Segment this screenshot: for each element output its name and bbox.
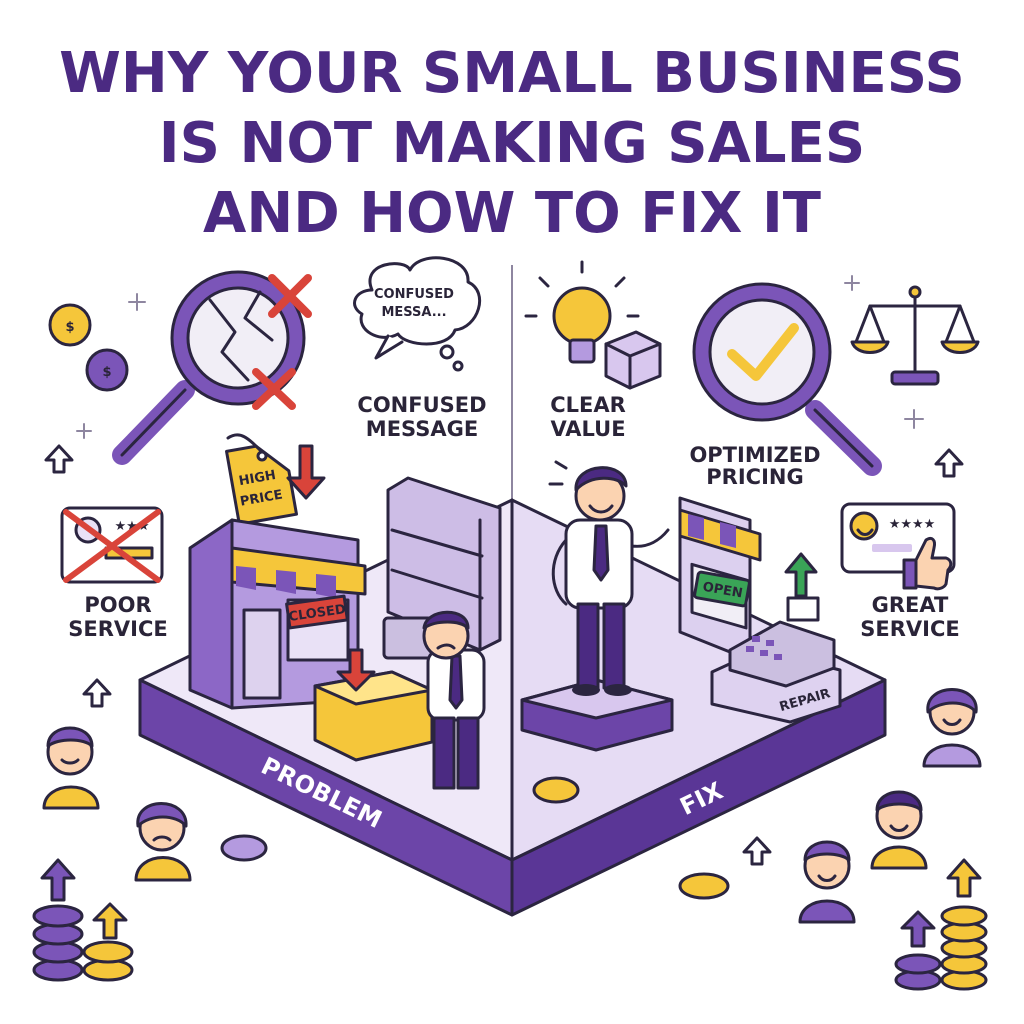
title: WHY YOUR SMALL BUSINESS IS NOT MAKING SA… [59, 41, 965, 246]
cash-register: REPAIR [710, 596, 842, 724]
coin-icon [220, 776, 580, 862]
speech-bubble: CONFUSED MESSA... [353, 256, 482, 372]
magnifier-broken-icon [112, 270, 306, 465]
price-tag-icon: HIGH PRICE [225, 433, 298, 526]
svg-text:$: $ [65, 320, 74, 335]
bubble-text-2: MESSA... [381, 305, 446, 320]
avatar [798, 840, 856, 924]
happy-businessman [520, 460, 674, 752]
rating-stars: ★★★★ [889, 517, 936, 532]
platform-side-fix [510, 678, 887, 917]
clear-value-label-1: CLEAR [550, 393, 626, 417]
great-service-label-1: GREAT [872, 593, 949, 617]
coin-stack [32, 858, 134, 982]
svg-text:$: $ [102, 365, 111, 380]
title-line-3: AND HOW TO FIX IT [203, 181, 821, 246]
scale-icon [850, 285, 980, 386]
empty-shelf [386, 476, 502, 652]
avatar [922, 688, 982, 768]
title-line-1: WHY YOUR SMALL BUSINESS [59, 41, 965, 106]
arrow-up-icon [44, 444, 112, 708]
coin-stack [894, 858, 988, 991]
confused-message-label-2: MESSAGE [366, 417, 478, 441]
closed-shop: CLOSED [188, 518, 367, 710]
lightbulb-icon [524, 260, 662, 390]
arrow-up-icon [742, 448, 964, 866]
thumbs-up-icon [902, 536, 953, 591]
cross-icon [252, 274, 312, 410]
open-shop: OPEN [678, 496, 818, 662]
counter [313, 616, 434, 762]
tag-text-2: PRICE [239, 487, 284, 509]
avatar [134, 802, 192, 882]
clear-value-label-2: VALUE [550, 417, 625, 441]
confused-message-label-1: CONFUSED [357, 393, 486, 417]
great-service-label-2: SERVICE [860, 617, 959, 641]
poor-service-card: ★★★ [60, 506, 164, 584]
coin-icon: $ $ [48, 303, 129, 392]
optimized-pricing-label-1: OPTIMIZED [689, 443, 820, 467]
tag-text-1: HIGH [238, 468, 277, 489]
avatar [870, 790, 928, 870]
open-sign: OPEN [701, 580, 743, 602]
sparkle-icon [76, 275, 924, 439]
avatar [42, 726, 100, 810]
bubble-text-1: CONFUSED [374, 287, 454, 302]
title-line-2: IS NOT MAKING SALES [159, 111, 865, 176]
poor-service-label-1: POOR [84, 593, 151, 617]
coin-icon [678, 872, 730, 900]
magnifier-check-icon [692, 282, 882, 476]
optimized-pricing-label-2: PRICING [706, 465, 803, 489]
arrow-down-icon [286, 444, 326, 500]
poor-service-label-2: SERVICE [68, 617, 167, 641]
sad-shopkeeper [422, 610, 486, 790]
